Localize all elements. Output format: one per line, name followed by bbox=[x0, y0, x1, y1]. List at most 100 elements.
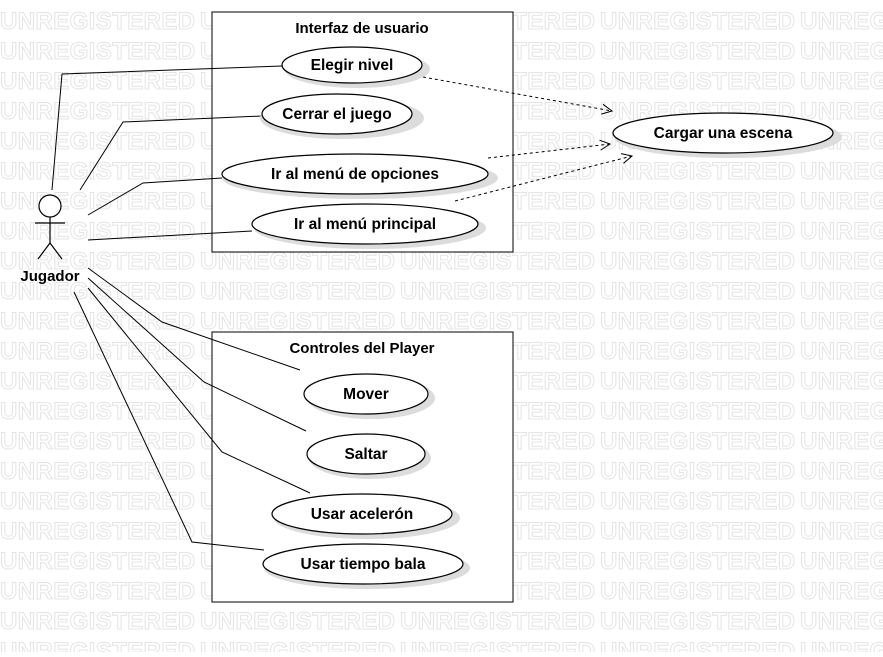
watermark-text: UNREGISTERED bbox=[0, 608, 196, 635]
use-case-label: Cargar una escena bbox=[654, 125, 793, 142]
watermark-text: UNREGISTERED bbox=[600, 368, 796, 395]
watermark-text: UNREGISTERED bbox=[600, 218, 796, 245]
dependencies bbox=[422, 76, 632, 202]
assoc-mover bbox=[87, 267, 301, 371]
watermark-text: UNREGISTERED bbox=[800, 188, 883, 215]
watermark-text: UNREGISTERED bbox=[0, 518, 196, 545]
watermark-text: UNREGISTERED bbox=[600, 68, 796, 95]
watermark-text: UNREGISTERED bbox=[800, 548, 883, 575]
watermark-text: UNREGISTERED bbox=[200, 278, 396, 305]
watermark-text: UNREGISTERED bbox=[0, 38, 196, 65]
use-case-label: Cerrar el juego bbox=[282, 106, 391, 123]
watermark-text: UNREGISTERED bbox=[0, 128, 196, 155]
watermark-text: UNREGISTERED bbox=[0, 488, 196, 515]
watermark-text: UNREGISTERED bbox=[0, 398, 196, 425]
use-case-menu-opciones[interactable]: Ir al menú de opciones bbox=[221, 153, 498, 199]
watermark-text: UNREGISTERED bbox=[600, 578, 796, 605]
watermark-text: UNREGISTERED bbox=[0, 68, 196, 95]
watermark-text: UNREGISTERED bbox=[200, 308, 396, 335]
assoc-saltar bbox=[87, 277, 307, 432]
watermark-text: UNREGISTERED bbox=[400, 638, 596, 652]
system-title-player: Controles del Player bbox=[289, 340, 434, 357]
dep-menu-principal bbox=[454, 156, 632, 202]
watermark-text: UNREGISTERED bbox=[600, 188, 796, 215]
use-case-mover[interactable]: Mover bbox=[303, 373, 435, 419]
watermark-text: UNREGISTERED bbox=[600, 278, 796, 305]
watermark-text: UNREGISTERED bbox=[800, 368, 883, 395]
use-case-tiempo-bala[interactable]: Usar tiempo bala bbox=[262, 543, 470, 589]
watermark-text: UNREGISTERED bbox=[0, 638, 196, 652]
watermark-text: UNREGISTERED bbox=[800, 8, 883, 35]
watermark-text: UNREGISTERED bbox=[600, 158, 796, 185]
associations bbox=[51, 65, 311, 551]
watermark-text: UNREGISTERED bbox=[600, 338, 796, 365]
watermark-text: UNREGISTERED bbox=[800, 158, 883, 185]
watermark-text: UNREGISTERED bbox=[800, 278, 883, 305]
watermark-text: UNREGISTERED bbox=[800, 98, 883, 125]
watermark-text: UNREGISTERED bbox=[400, 608, 596, 635]
watermark-text: UNREGISTERED bbox=[600, 488, 796, 515]
watermark-text: UNREGISTERED bbox=[400, 278, 596, 305]
actor-jugador[interactable]: Jugador bbox=[20, 194, 80, 285]
dep-elegir-nivel bbox=[422, 76, 612, 111]
watermark-text: UNREGISTERED bbox=[800, 248, 883, 275]
watermark-text: UNREGISTERED bbox=[800, 308, 883, 335]
watermark-text: UNREGISTERED bbox=[800, 38, 883, 65]
watermark-text: UNREGISTERED bbox=[0, 308, 196, 335]
use-case-label: Ir al menú de opciones bbox=[271, 166, 439, 183]
use-case-saltar[interactable]: Saltar bbox=[306, 433, 431, 479]
actor-name: Jugador bbox=[20, 268, 79, 285]
assoc-cerrar-juego bbox=[79, 115, 263, 191]
watermark-text: UNREGISTERED bbox=[600, 548, 796, 575]
assoc-aceleron bbox=[87, 287, 311, 494]
watermark-text: UNREGISTERED bbox=[800, 68, 883, 95]
use-case-label: Elegir nivel bbox=[311, 57, 394, 74]
watermark-text: UNREGISTERED bbox=[0, 248, 196, 275]
watermark-text: UNREGISTERED bbox=[0, 278, 196, 305]
watermark-text: UNREGISTERED bbox=[800, 338, 883, 365]
watermark-text: UNREGISTERED bbox=[600, 398, 796, 425]
watermark-text: UNREGISTERED bbox=[0, 368, 196, 395]
watermark-text: UNREGISTERED bbox=[200, 608, 396, 635]
watermark-text: UNREGISTERED bbox=[0, 428, 196, 455]
watermark-text: UNREGISTERED bbox=[600, 458, 796, 485]
watermark-text: UNREGISTERED bbox=[600, 8, 796, 35]
watermark-text: UNREGISTERED bbox=[0, 98, 196, 125]
assoc-elegir-nivel bbox=[51, 65, 283, 191]
use-case-label: Mover bbox=[343, 386, 389, 403]
watermark-text: UNREGISTERED bbox=[400, 308, 596, 335]
watermark-text: UNREGISTERED bbox=[800, 458, 883, 485]
assoc-menu-principal bbox=[87, 230, 253, 241]
watermark-text: UNREGISTERED bbox=[800, 428, 883, 455]
use-case-label: Ir al menú principal bbox=[294, 216, 436, 233]
watermark-text: UNREGISTERED bbox=[0, 578, 196, 605]
watermark-text: UNREGISTERED bbox=[600, 38, 796, 65]
watermark-text: UNREGISTERED bbox=[800, 488, 883, 515]
watermark-text: UNREGISTERED bbox=[600, 248, 796, 275]
watermark-text: UNREGISTERED bbox=[600, 638, 796, 652]
watermark-text: UNREGISTERED bbox=[800, 518, 883, 545]
watermark-text: UNREGISTERED bbox=[800, 218, 883, 245]
watermark-text: UNREGISTERED bbox=[600, 308, 796, 335]
watermark-text: UNREGISTERED bbox=[200, 638, 396, 652]
use-case-menu-principal[interactable]: Ir al menú principal bbox=[251, 203, 486, 249]
use-case-usar-aceleron[interactable]: Usar acelerón bbox=[271, 493, 460, 539]
watermark-text: UNREGISTERED bbox=[800, 608, 883, 635]
watermark-text: UNREGISTERED bbox=[600, 608, 796, 635]
assoc-tiempo-bala bbox=[73, 291, 265, 551]
assoc-menu-opciones bbox=[87, 177, 223, 216]
watermark-text: UNREGISTERED bbox=[600, 518, 796, 545]
watermark-text: UNREGISTERED bbox=[0, 188, 196, 215]
system-title-ui: Interfaz de usuario bbox=[295, 20, 428, 37]
dep-menu-opciones bbox=[487, 144, 610, 159]
use-case-cerrar-juego[interactable]: Cerrar el juego bbox=[260, 93, 424, 139]
use-case-cargar-escena[interactable]: Cargar una escena bbox=[612, 112, 842, 158]
use-case-elegir-nivel[interactable]: Elegir nivel bbox=[281, 46, 430, 88]
use-case-label: Usar tiempo bala bbox=[301, 556, 426, 573]
watermark-text: UNREGISTERED bbox=[600, 428, 796, 455]
use-case-label: Usar acelerón bbox=[311, 506, 414, 523]
watermark-text: UNREGISTERED bbox=[0, 8, 196, 35]
watermark-text: UNREGISTERED bbox=[0, 548, 196, 575]
watermark-text: UNREGISTERED bbox=[0, 458, 196, 485]
